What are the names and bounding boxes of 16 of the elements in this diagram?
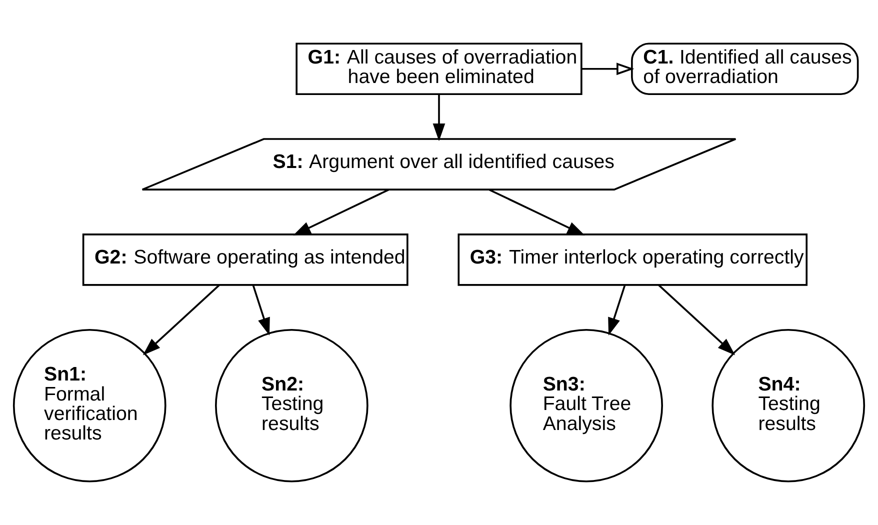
arrow [252,285,270,336]
node-box: G1: All causes of overradiation have been eliminated [296,42,582,96]
node-box: C1. Identified all causes of overradiation [631,42,859,96]
arrow [658,284,736,356]
arrow [432,94,446,142]
node-circle: Sn3: Fault Tree Analysis [510,328,663,482]
arrow [142,284,220,356]
arrow [293,188,390,236]
node-circle: Sn4: Testing results [712,328,866,482]
node-circle: Sn2: Testing results [215,328,368,482]
node-circle: Sn1: Formal verification results [12,328,166,482]
node-box: G2: Software operating as intended [82,234,408,286]
arrow [488,188,585,236]
node-box: G3: Timer interlock operating correctly [458,234,808,286]
arrow [608,285,626,336]
arrow [582,62,634,76]
